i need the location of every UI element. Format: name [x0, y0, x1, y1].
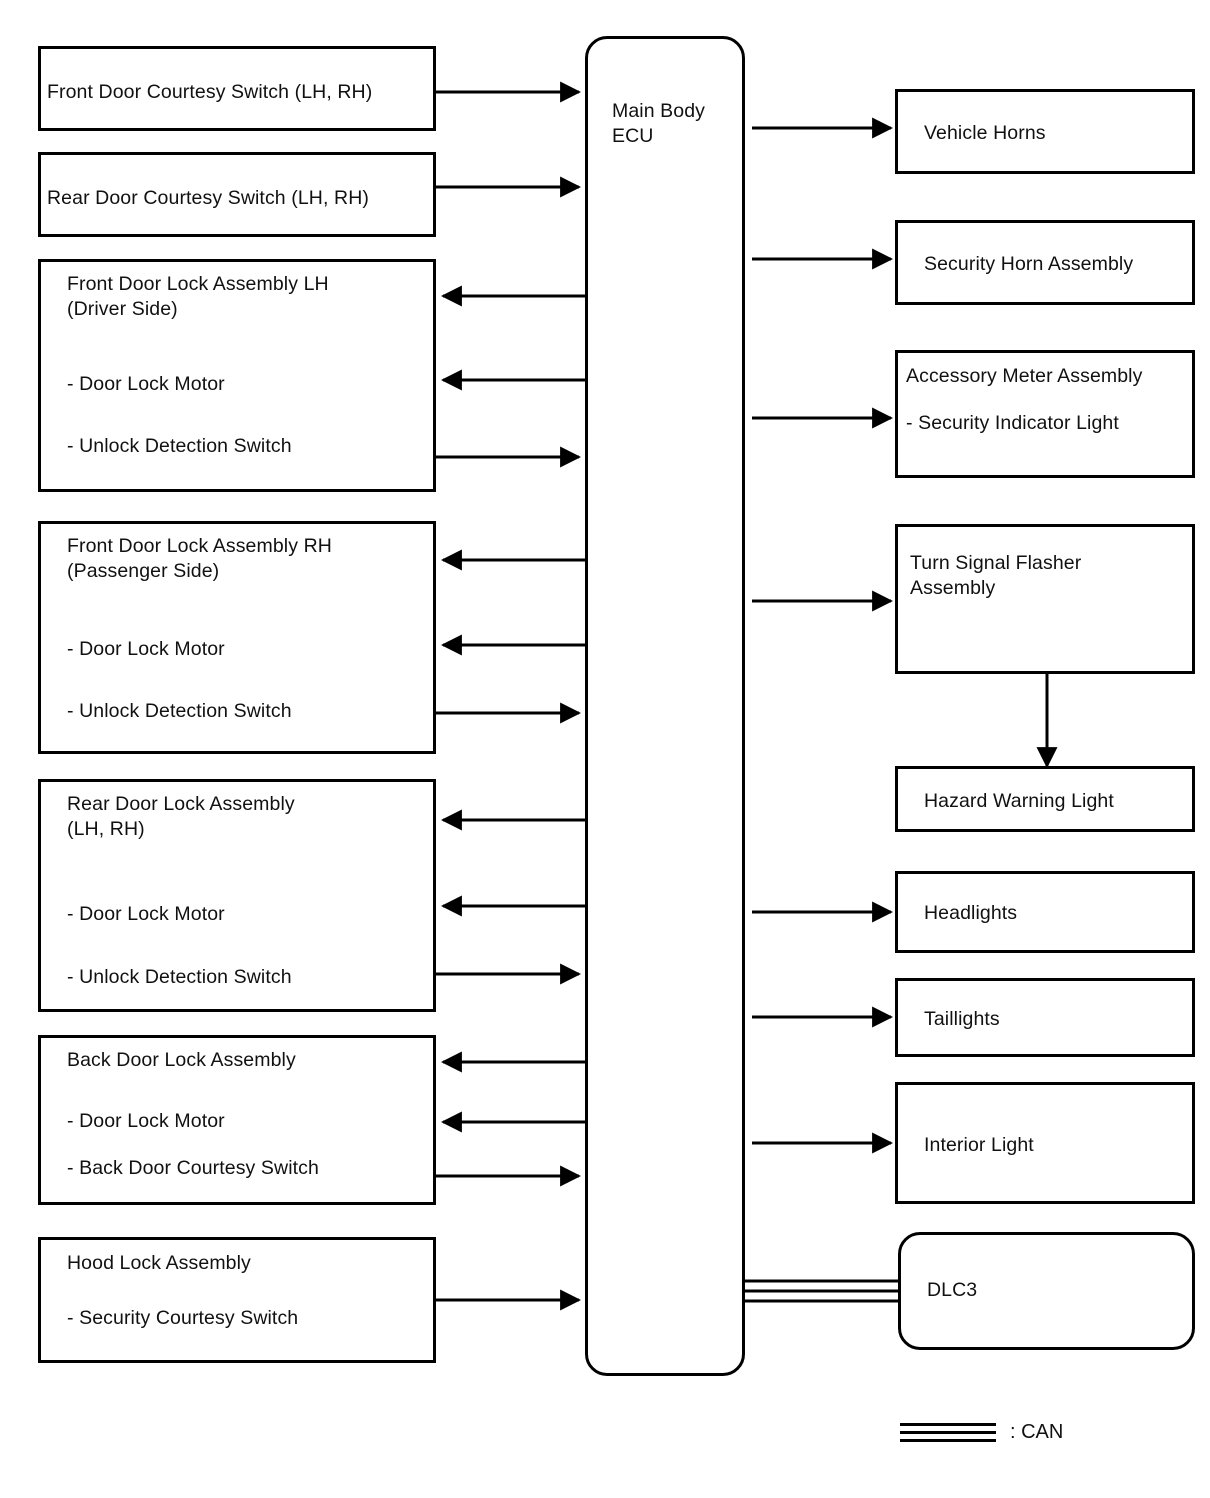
hood-lock-assembly-label: Hood Lock Assembly	[67, 1252, 251, 1274]
back-door-lock-assembly-label: Back Door Lock Assembly	[67, 1049, 296, 1071]
can-legend-label: : CAN	[1010, 1421, 1064, 1443]
wire-can-bus-ecu-to-dlc3	[745, 1279, 902, 1303]
dlc3-label: DLC3	[927, 1279, 978, 1301]
rear-door-courtesy-switch-label: Rear Door Courtesy Switch (LH, RH)	[47, 187, 369, 209]
back-door-lock-assembly-item-switch: - Back Door Courtesy Switch	[67, 1157, 319, 1179]
front-door-lock-assembly-lh-label: Front Door Lock Assembly LH (Driver Side…	[67, 273, 329, 320]
security-horn-assembly[interactable]: Security Horn Assembly	[895, 220, 1195, 305]
interior-light[interactable]: Interior Light	[895, 1082, 1195, 1204]
vehicle-horns[interactable]: Vehicle Horns	[895, 89, 1195, 174]
hazard-warning-light[interactable]: Hazard Warning Light	[895, 766, 1195, 832]
hood-lock-assembly-item-switch: - Security Courtesy Switch	[67, 1307, 299, 1329]
main-body-ecu[interactable]: Main Body ECU	[585, 36, 745, 1376]
headlights-label: Headlights	[924, 902, 1018, 924]
back-door-lock-assembly-item-motor: - Door Lock Motor	[67, 1110, 225, 1132]
rear-door-courtesy-switch[interactable]: Rear Door Courtesy Switch (LH, RH)	[38, 152, 436, 237]
front-door-lock-assembly-lh-item-motor: - Door Lock Motor	[67, 373, 225, 395]
taillights[interactable]: Taillights	[895, 978, 1195, 1057]
turn-signal-flasher-assembly[interactable]: Turn Signal Flasher Assembly	[895, 524, 1195, 674]
front-door-lock-assembly-lh[interactable]: Front Door Lock Assembly LH (Driver Side…	[38, 259, 436, 492]
front-door-lock-assembly-lh-item-switch: - Unlock Detection Switch	[67, 435, 292, 457]
main-body-ecu-label: Main Body ECU	[612, 100, 706, 147]
accessory-meter-assembly-item-indicator: - Security Indicator Light	[906, 412, 1119, 434]
front-door-courtesy-switch-label: Front Door Courtesy Switch (LH, RH)	[47, 81, 373, 103]
rear-door-lock-assembly[interactable]: Rear Door Lock Assembly (LH, RH) - Door …	[38, 779, 436, 1012]
rear-door-lock-assembly-item-motor: - Door Lock Motor	[67, 903, 225, 925]
hazard-warning-light-label: Hazard Warning Light	[924, 790, 1114, 812]
front-door-lock-assembly-rh[interactable]: Front Door Lock Assembly RH (Passenger S…	[38, 521, 436, 754]
dlc3[interactable]: DLC3	[898, 1232, 1195, 1350]
taillights-label: Taillights	[924, 1008, 1000, 1030]
front-door-lock-assembly-rh-label: Front Door Lock Assembly RH (Passenger S…	[67, 535, 332, 582]
front-door-courtesy-switch[interactable]: Front Door Courtesy Switch (LH, RH)	[38, 46, 436, 131]
can-bus-icon	[900, 1422, 996, 1444]
security-horn-assembly-label: Security Horn Assembly	[924, 253, 1134, 275]
accessory-meter-assembly[interactable]: Accessory Meter Assembly - Security Indi…	[895, 350, 1195, 478]
front-door-lock-assembly-rh-item-motor: - Door Lock Motor	[67, 638, 225, 660]
can-legend: : CAN	[900, 1421, 1063, 1444]
accessory-meter-assembly-label: Accessory Meter Assembly	[906, 365, 1143, 387]
hood-lock-assembly[interactable]: Hood Lock Assembly - Security Courtesy S…	[38, 1237, 436, 1363]
headlights[interactable]: Headlights	[895, 871, 1195, 953]
turn-signal-flasher-assembly-label: Turn Signal Flasher Assembly	[910, 552, 1082, 599]
front-door-lock-assembly-rh-item-switch: - Unlock Detection Switch	[67, 700, 292, 722]
rear-door-lock-assembly-label: Rear Door Lock Assembly (LH, RH)	[67, 793, 295, 840]
back-door-lock-assembly[interactable]: Back Door Lock Assembly - Door Lock Moto…	[38, 1035, 436, 1205]
vehicle-horns-label: Vehicle Horns	[924, 122, 1046, 144]
rear-door-lock-assembly-item-switch: - Unlock Detection Switch	[67, 966, 292, 988]
interior-light-label: Interior Light	[924, 1134, 1034, 1156]
